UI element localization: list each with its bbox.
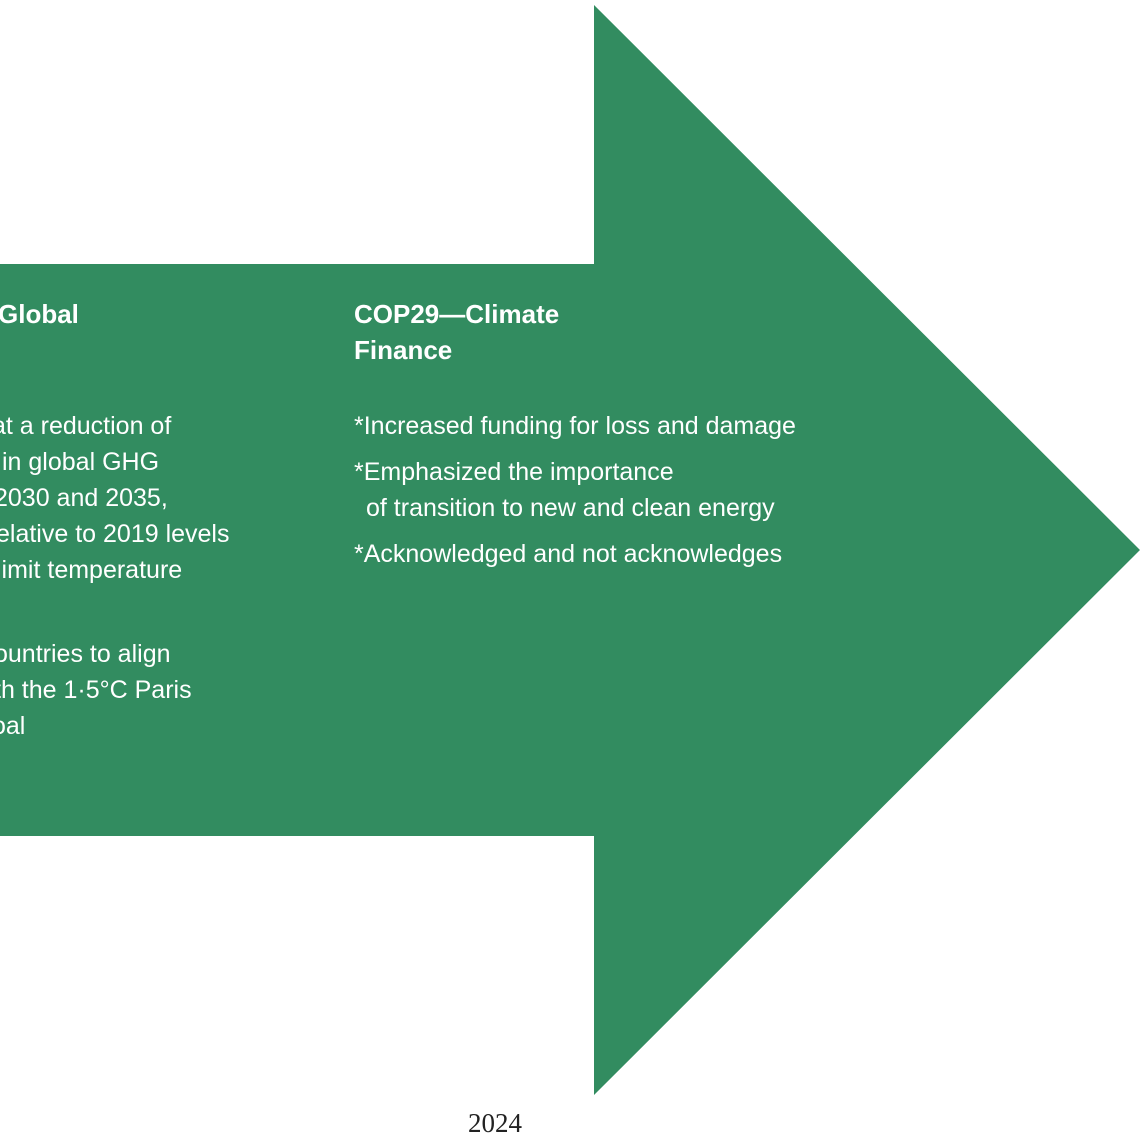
left-panel-line-3: 2030 and 2035, [0, 484, 168, 512]
cop29-bullet-2-line-2: of transition to new and clean energy [366, 494, 775, 522]
left-panel-line-2: in global GHG [2, 448, 160, 476]
cop29-bullet-3: *Acknowledged and not acknowledges [354, 540, 783, 568]
left-panel-line-4: elative to 2019 levels [0, 520, 230, 548]
cop29-bullet-1: *Increased funding for loss and damage [354, 412, 796, 440]
cop29-bullet-2-line-1: *Emphasized the importance [354, 458, 674, 486]
left-panel-line-1: at a reduction of [0, 412, 172, 440]
year-label: 2024 [468, 1108, 522, 1138]
left-panel-line-7: th the 1·5°C Paris [0, 676, 192, 704]
left-panel: Global at a reduction of in global GHG 2… [0, 296, 262, 756]
cop29-heading-line-2: Finance [354, 335, 453, 365]
arrow-shape [0, 5, 1140, 1095]
left-panel-line-6: ountries to align [0, 640, 171, 668]
left-panel-heading: Global [0, 299, 79, 329]
left-panel-line-8: oal [0, 712, 26, 740]
left-panel-line-5: limit temperature [0, 556, 183, 584]
cop29-heading-line-1: COP29—Climate [354, 299, 560, 329]
